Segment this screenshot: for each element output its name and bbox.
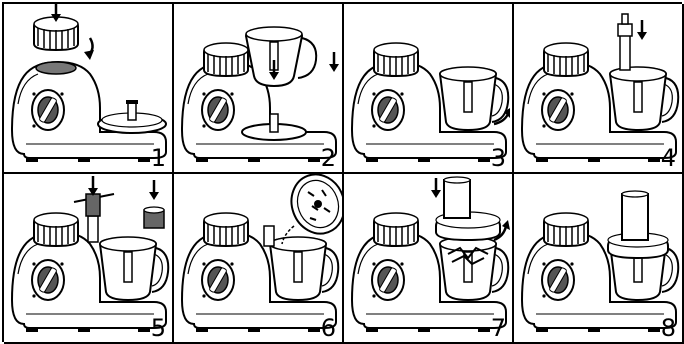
step-number: 7 [491, 316, 506, 340]
step-panel-2: 2 [174, 4, 344, 174]
step-7-illustration [344, 174, 512, 342]
step-number: 1 [151, 146, 166, 170]
step-1-illustration [4, 4, 172, 172]
step-panel-4: 4 [514, 4, 684, 174]
step-4-illustration [514, 4, 682, 172]
step-number: 8 [661, 316, 676, 340]
step-3-illustration [344, 4, 512, 172]
step-number: 5 [151, 316, 166, 340]
step-panel-7: 7 [344, 174, 514, 344]
step-number: 6 [321, 316, 336, 340]
step-5-illustration [4, 174, 172, 342]
step-number: 4 [661, 146, 676, 170]
step-8-illustration [514, 174, 682, 342]
step-number: 3 [491, 146, 506, 170]
step-panel-3: 3 [344, 4, 514, 174]
step-2-illustration [174, 4, 342, 172]
step-panel-6: 6 [174, 174, 344, 344]
step-panel-5: 5 [4, 174, 174, 344]
step-number: 2 [321, 146, 336, 170]
step-panel-8: 8 [514, 174, 684, 344]
step-panel-1: 1 [4, 4, 174, 174]
step-6-illustration [174, 174, 342, 342]
